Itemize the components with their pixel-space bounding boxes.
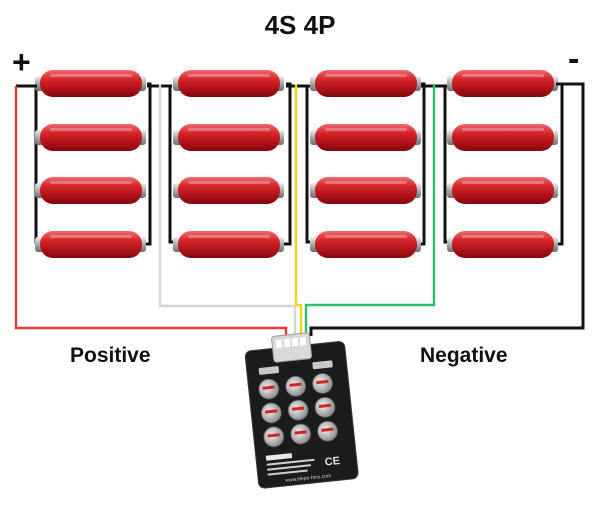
positive-terminal-symbol: + (12, 44, 31, 80)
group-2-right-bus (281, 82, 292, 246)
board-ce-mark: CE (324, 455, 340, 469)
board-website: www.lifepo-bms.com (285, 473, 331, 484)
negative-label: Negative (420, 344, 508, 367)
cell-g3-r2 (310, 124, 421, 151)
group-4-left-bus (443, 86, 450, 244)
negative-terminal-symbol: - (568, 40, 580, 78)
positive-label: Positive (70, 344, 151, 367)
main-leads (16, 82, 585, 336)
wire-balance-yellow (294, 84, 303, 336)
cell-g4-r4 (447, 231, 558, 258)
cell-g1-r2 (35, 124, 146, 151)
cell-g2-r2 (173, 124, 284, 151)
wire-balance-white (158, 84, 297, 336)
group-2-left-bus (168, 86, 178, 244)
cell-g4-r2 (447, 124, 558, 151)
group-bus-bars (34, 82, 564, 246)
cell-g2-r3 (173, 177, 284, 204)
negative-lead-black (309, 82, 585, 336)
wire-balance-green (304, 84, 436, 336)
cell-g2-r4 (173, 231, 284, 258)
wire-positive-red (14, 86, 288, 336)
group-1-right-bus (142, 82, 152, 246)
diagram-title: 4S 4P (264, 10, 336, 40)
cell-g3-r1 (310, 70, 421, 97)
cell-g2-r1 (173, 70, 284, 97)
balancer-board: CE www.lifepo-bms.com (244, 332, 359, 489)
cell-g4-r1 (447, 70, 558, 97)
cell-g1-r1 (35, 70, 146, 97)
cell-g4-r3 (447, 177, 558, 204)
cell-g3-r3 (310, 177, 421, 204)
group-4-right-bus (553, 82, 564, 246)
cell-g1-r3 (35, 177, 146, 204)
board-silkscreen (265, 453, 315, 476)
group-1-left-bus (34, 86, 43, 244)
cell-g3-r4 (310, 231, 421, 258)
group-3-left-bus (305, 86, 313, 244)
bms-wires (14, 84, 436, 336)
cell-array (35, 70, 558, 258)
cell-g1-r4 (35, 231, 146, 258)
group-3-right-bus (416, 82, 426, 246)
